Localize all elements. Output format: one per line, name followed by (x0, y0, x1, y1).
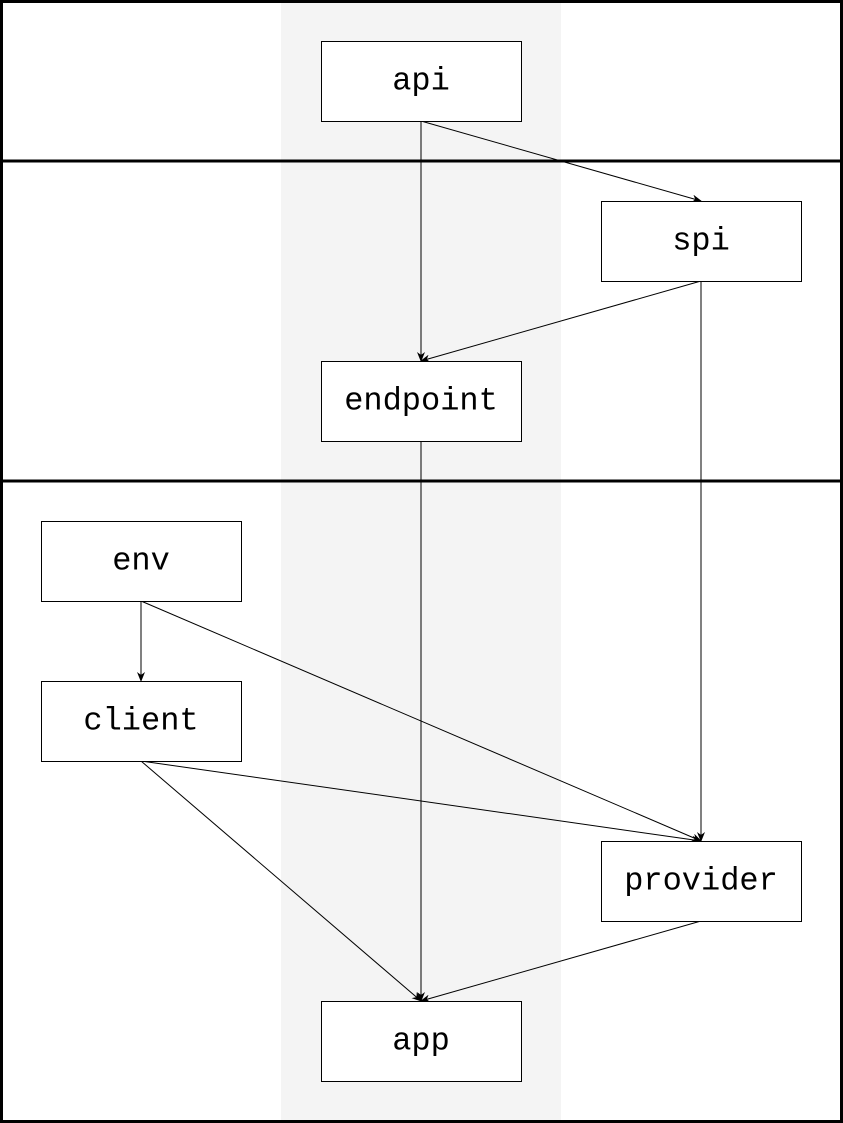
node-client: client (41, 681, 242, 762)
edge-spi-to-endpoint (420, 280, 702, 363)
node-box-api (321, 41, 522, 122)
node-spi: spi (601, 201, 802, 282)
node-box-app (321, 1001, 522, 1082)
nodes-layer: api spi endpoint env client provider app (41, 41, 802, 1082)
node-label-endpoint: endpoint (344, 383, 498, 420)
edge-provider-to-app (420, 920, 702, 1003)
node-label-spi: spi (672, 223, 730, 260)
node-box-endpoint (321, 361, 522, 442)
edge-client-to-app (140, 760, 422, 1002)
node-provider: provider (601, 841, 802, 922)
node-box-env (41, 521, 242, 602)
edge-api-to-spi (420, 120, 702, 203)
node-endpoint: endpoint (321, 361, 522, 442)
edge-client-to-provider (140, 760, 702, 844)
node-api: api (321, 41, 522, 122)
node-box-provider (601, 841, 802, 922)
edges-layer (137, 120, 705, 1003)
edge-env-to-provider (140, 600, 702, 842)
node-env: env (41, 521, 242, 602)
node-label-app: app (392, 1023, 450, 1060)
node-label-provider: provider (624, 863, 778, 900)
node-app: app (321, 1001, 522, 1082)
node-label-client: client (83, 703, 198, 740)
node-box-spi (601, 201, 802, 282)
node-label-env: env (112, 543, 170, 580)
node-box-client (41, 681, 242, 762)
node-label-api: api (392, 63, 450, 100)
